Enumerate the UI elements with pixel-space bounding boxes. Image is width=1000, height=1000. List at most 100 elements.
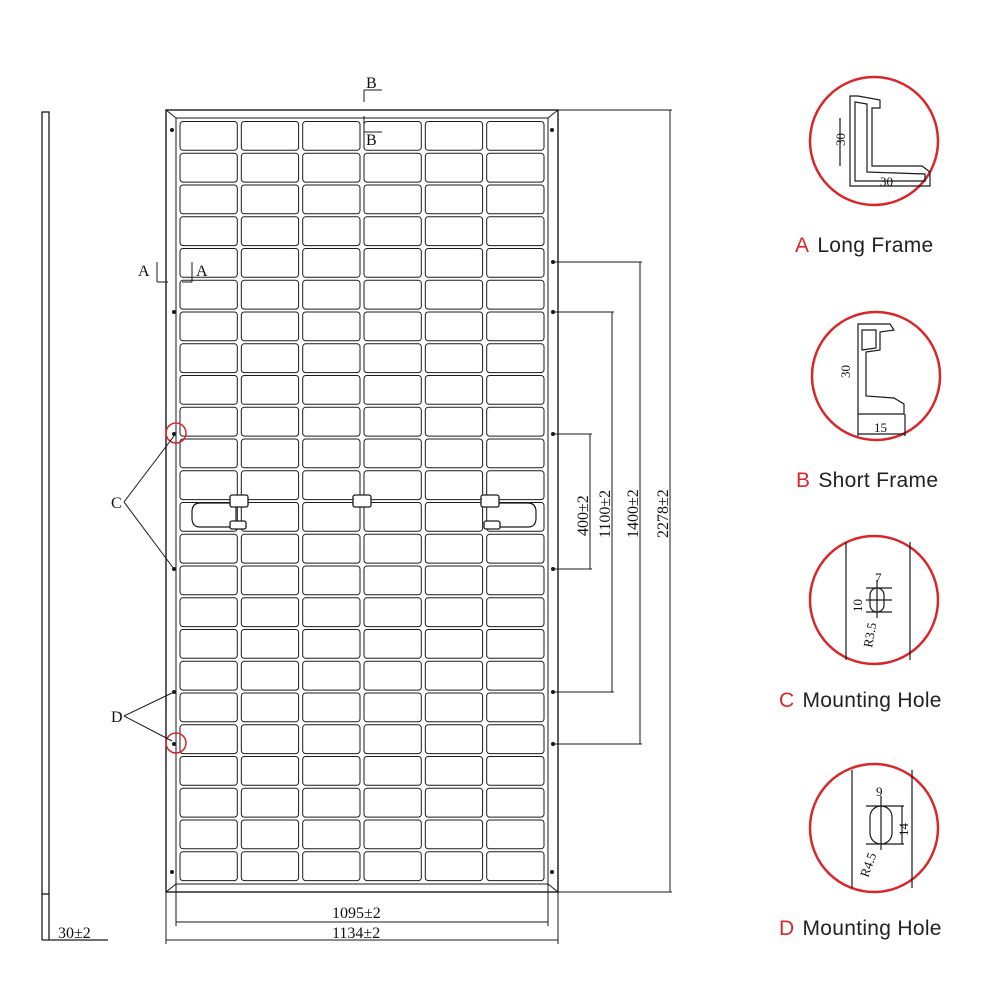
solar-cell [363, 756, 422, 786]
solar-cell [486, 724, 545, 755]
solar-cell [240, 311, 300, 342]
solar-cell [240, 343, 300, 374]
solar-cell [424, 724, 484, 755]
solar-cell [363, 343, 422, 374]
side-view [41, 111, 108, 941]
solar-cell [424, 184, 484, 215]
solar-cell [486, 406, 545, 437]
solar-cell [179, 375, 238, 405]
solar-cell [486, 692, 545, 723]
solar-cell [302, 375, 361, 405]
caption-d-text: Mounting Hole [802, 917, 942, 940]
solar-cell [302, 121, 361, 151]
solar-cell [486, 343, 545, 374]
solar-cell [240, 184, 300, 215]
solar-cell [240, 406, 300, 437]
solar-cell [363, 533, 422, 564]
solar-cell [486, 756, 545, 786]
solar-cell [240, 533, 300, 564]
caption-c-text: Mounting Hole [802, 689, 942, 712]
solar-cell [302, 216, 361, 247]
solar-cell [424, 311, 484, 342]
solar-cell [363, 819, 422, 850]
section-a-marker [156, 262, 193, 283]
solar-cell [486, 533, 545, 564]
solar-cell [179, 629, 238, 659]
solar-cell [363, 692, 422, 723]
solar-cell [179, 851, 238, 882]
solar-cell [302, 343, 361, 374]
solar-cell [240, 375, 300, 405]
solar-cell [240, 438, 300, 469]
solar-cell [363, 470, 422, 501]
solar-cell [179, 692, 238, 723]
solar-cell [363, 502, 422, 532]
solar-cell [486, 216, 545, 247]
width-inner-label: 1095±2 [332, 905, 381, 922]
solar-cell [363, 311, 422, 342]
solar-cell [302, 819, 361, 850]
solar-cell [424, 438, 484, 469]
solar-cell [302, 660, 361, 691]
solar-cell [424, 152, 484, 183]
solar-cell [302, 311, 361, 342]
solar-cell [240, 470, 300, 501]
solar-cell [302, 438, 361, 469]
solar-cell [486, 787, 545, 818]
solar-cell [424, 692, 484, 723]
solar-cell [424, 851, 484, 882]
detail-c [808, 534, 940, 666]
detail-c-radius: R3.5 [860, 621, 879, 648]
solar-cell [240, 756, 300, 786]
detail-a-height: 30 [833, 133, 848, 146]
solar-cell [486, 470, 545, 501]
solar-cell [486, 597, 545, 628]
solar-cell [486, 152, 545, 183]
solar-cell [302, 533, 361, 564]
solar-cell [363, 565, 422, 596]
solar-cell [363, 851, 422, 882]
solar-cell [363, 279, 422, 310]
solar-cell [302, 184, 361, 215]
section-a-right: A [196, 263, 208, 280]
solar-cell [240, 819, 300, 850]
solar-cell [424, 756, 484, 786]
detail-b [810, 310, 942, 442]
detail-c-width: 7 [875, 570, 882, 585]
solar-cell [302, 597, 361, 628]
solar-cell [179, 406, 238, 437]
solar-cell [424, 470, 484, 501]
solar-cell [302, 502, 361, 532]
solar-cell [486, 438, 545, 469]
solar-cell [240, 660, 300, 691]
hole-c-highlight [165, 422, 187, 444]
solar-cell [179, 787, 238, 818]
callout-leaders [123, 435, 175, 742]
solar-cell [302, 406, 361, 437]
solar-cell [486, 565, 545, 596]
dim-2278-label: 2278±2 [655, 489, 672, 538]
solar-cell [363, 121, 422, 151]
solar-cell [424, 279, 484, 310]
solar-cell [302, 279, 361, 310]
solar-cell [302, 724, 361, 755]
solar-cell [424, 502, 484, 532]
solar-cell [240, 629, 300, 659]
vertical-dimensions [553, 109, 672, 893]
detail-a [808, 75, 940, 207]
solar-cell [179, 438, 238, 469]
solar-cell [486, 819, 545, 850]
solar-cell [179, 216, 238, 247]
thickness-label: 30±2 [58, 925, 91, 942]
solar-cell [240, 565, 300, 596]
section-b-marker [363, 89, 382, 133]
caption-b-letter: B [796, 469, 811, 492]
solar-cell [424, 565, 484, 596]
solar-cell [179, 565, 238, 596]
solar-cell [424, 660, 484, 691]
solar-cell [486, 248, 545, 278]
junction-boxes [229, 494, 501, 530]
